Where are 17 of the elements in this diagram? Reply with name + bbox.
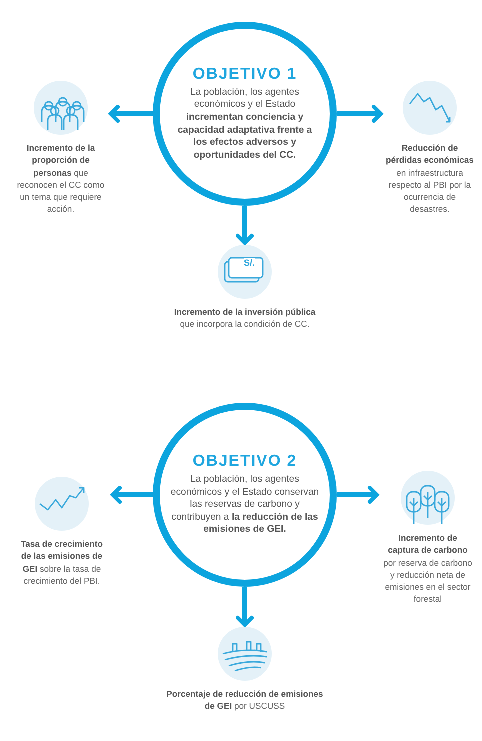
- indicator-text: Incremento de la proporción de personas que reconocen el CC como un tema que requiere acción.: [17, 142, 105, 216]
- indicator-text: Tasa de crecimiento de las emisiones de GEI sobre la tasa de crecimiento del PBI.: [20, 538, 104, 588]
- currency-symbol: S/.: [244, 258, 256, 268]
- arrow: [337, 486, 379, 504]
- indicator-text: Reducción de pérdidas económicas en infraestructura respecto al PBI por la ocurrencia de desastres.: [385, 142, 475, 216]
- arrow: [109, 105, 153, 123]
- arrow: [236, 587, 254, 627]
- indicator-text: Porcentaje de reducción de emisiones de GEI por USCUSS: [166, 688, 324, 713]
- objective-description: La población, los agentes económicos y el Estado conservan las reservas de carbono y contribuyen a la reducción de las emisiones de GEI.: [170, 474, 320, 537]
- objective-description: La población, los agentes económicos y el Estado incrementan conciencia y capacidad adaptativa frente a los efectos adversos y oportunidades del CC.: [176, 86, 314, 162]
- indicator-text: Incremento de captura de carbono por reserva de carbono y reducción neta de emisiones en el sector forestal: [382, 532, 474, 606]
- arrow: [337, 105, 383, 123]
- objective-title: OBJETIVO 2: [192, 453, 298, 472]
- arrow: [236, 206, 254, 245]
- objective-title: OBJETIVO 1: [192, 66, 298, 84]
- indicator-text: Incremento de la inversión pública que incorpora la condición de CC.: [173, 306, 317, 331]
- arrow: [111, 486, 153, 504]
